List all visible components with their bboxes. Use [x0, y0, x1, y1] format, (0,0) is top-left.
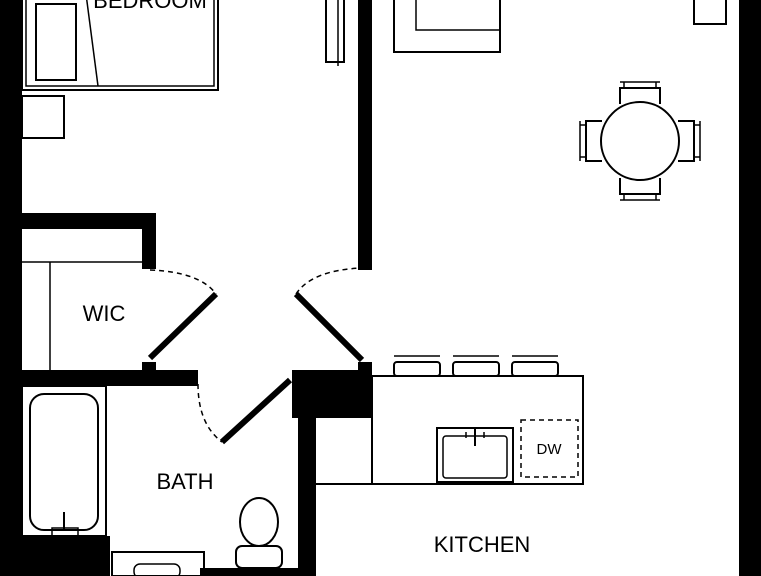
wic-bath-divider-wall	[22, 370, 198, 386]
bar-stool	[452, 361, 500, 377]
nightstand	[21, 95, 65, 139]
bathtub-drain-plate	[51, 527, 79, 537]
kitchen-label: KITCHEN	[434, 532, 531, 557]
bath-door-swing	[197, 383, 223, 443]
dining-chair-top	[619, 87, 661, 104]
bar-stool	[393, 361, 441, 377]
toilet-tank	[235, 545, 283, 569]
closet-rail	[325, 0, 345, 63]
sofa-seat	[415, 0, 501, 31]
left-exterior-wall	[0, 0, 22, 576]
bath-east-wall	[298, 380, 316, 576]
dining-chair-bottom	[619, 178, 661, 195]
room-labels: BEDROOM WIC BATH KITCHEN DW	[83, 0, 563, 557]
bedroom-furniture	[21, 0, 345, 139]
wic-right-wall-stub	[142, 213, 156, 269]
wic-shelving	[22, 261, 142, 370]
dining-table	[600, 101, 680, 181]
doors	[147, 267, 365, 445]
bath-bottom-right-wall	[200, 568, 298, 576]
bed-inner-frame	[25, 0, 215, 87]
wic-door-leaf	[147, 291, 219, 361]
wic-label: WIC	[83, 301, 126, 326]
side-table	[693, 0, 727, 25]
bed	[21, 0, 219, 91]
bedroom-door-swing	[295, 267, 363, 295]
bedroom-label: BEDROOM	[93, 0, 207, 13]
wic-top-wall	[22, 213, 156, 229]
dining-chair-right	[678, 120, 695, 162]
bar-stools	[393, 355, 559, 377]
kitchen-fixtures	[316, 355, 584, 485]
bath-door-leaf	[219, 377, 293, 445]
bedroom-east-wall	[358, 0, 372, 270]
dining-chair-left	[585, 120, 602, 162]
dishwasher-outline	[520, 419, 579, 478]
bedroom-door-leaf	[293, 291, 365, 363]
vanity	[111, 551, 205, 576]
bath-bottom-left-wall	[22, 536, 110, 576]
wic-door-jamb	[142, 362, 156, 376]
bath-fixtures	[21, 385, 283, 576]
living-furniture	[393, 0, 727, 201]
dining-chairs	[579, 81, 701, 201]
right-exterior-wall	[739, 0, 761, 576]
bath-label: BATH	[156, 469, 213, 494]
blanket-fold-line	[86, 0, 99, 87]
bar-stool	[511, 361, 559, 377]
kitchen-wall-end	[358, 362, 372, 418]
sofa	[393, 0, 501, 53]
kitchen-counter	[371, 375, 584, 485]
dishwasher-label: DW	[537, 441, 563, 458]
bathtub-basin	[29, 393, 99, 531]
vanity-sink	[133, 563, 181, 576]
wic-door-swing	[149, 269, 217, 295]
toilet-bowl	[239, 497, 279, 547]
pillow	[35, 3, 77, 81]
